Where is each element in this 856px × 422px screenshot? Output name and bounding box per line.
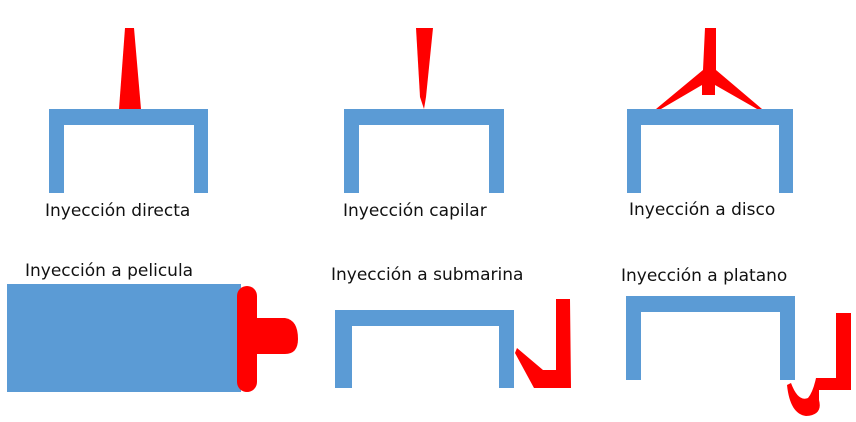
direct-part	[49, 109, 208, 193]
pinpoint-gate-figure	[344, 28, 504, 193]
banana-part	[626, 296, 795, 380]
submarine-gate	[515, 299, 571, 388]
label-film-gate: Inyección a pelicula	[25, 261, 194, 281]
film-gate-figure	[7, 284, 298, 392]
label-pinpoint-gate: Inyección capilar	[343, 201, 487, 221]
pinpoint-sprue	[416, 28, 433, 109]
pinpoint-part	[344, 109, 504, 193]
disc-part	[627, 109, 793, 193]
film-gate-bar	[237, 286, 257, 392]
disc-gate-figure	[627, 28, 793, 193]
direct-sprue	[119, 28, 141, 109]
label-submarine-gate: Inyección a submarina	[331, 265, 524, 285]
label-disc-gate: Inyección a disco	[629, 200, 776, 220]
banana-gate	[787, 313, 851, 416]
label-banana-gate: Inyección a platano	[621, 266, 788, 286]
banana-gate-figure	[626, 296, 851, 416]
submarine-part	[335, 310, 514, 388]
film-part	[7, 284, 241, 392]
label-direct-gate: Inyección directa	[45, 201, 191, 221]
submarine-gate-figure	[335, 299, 571, 388]
direct-gate-figure	[49, 28, 208, 193]
film-runner	[250, 318, 298, 354]
disc-sprue	[656, 28, 762, 109]
